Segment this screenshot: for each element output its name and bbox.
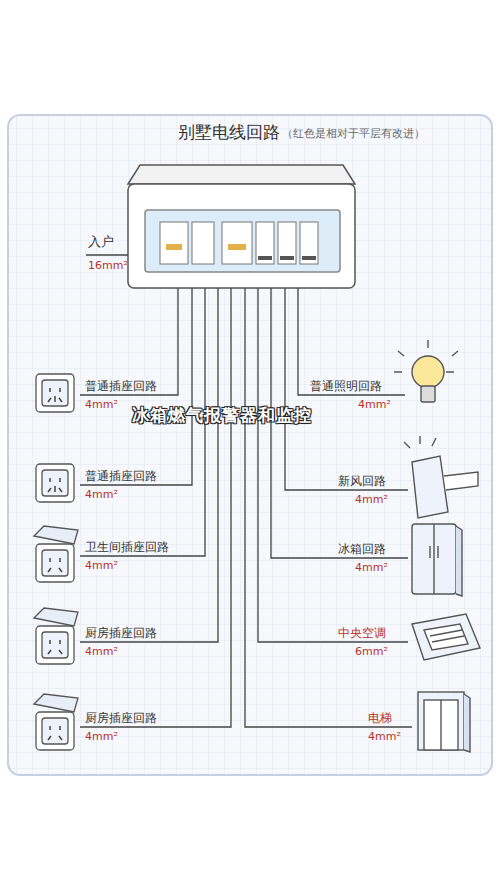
elevator-icon bbox=[418, 692, 470, 752]
wire-size: 4mm² bbox=[85, 730, 118, 743]
fridge-icon-part bbox=[430, 524, 438, 594]
distribution-box-part bbox=[166, 244, 182, 250]
card-part bbox=[8, 115, 492, 775]
wire-size: 4mm² bbox=[85, 559, 118, 572]
ac-cassette-icon-part bbox=[424, 624, 468, 650]
wire-size: 4mm² bbox=[85, 488, 118, 501]
splash-socket-icon-part bbox=[34, 526, 78, 544]
circuit-name: 电梯 bbox=[368, 711, 392, 725]
splash-socket-pins-part bbox=[48, 640, 62, 654]
socket-icon-part bbox=[42, 470, 68, 496]
distribution-box-part bbox=[302, 256, 316, 260]
splash-socket-icon-part bbox=[36, 626, 74, 664]
bulb-icon-part bbox=[394, 340, 458, 372]
card-part bbox=[9, 116, 491, 774]
fridge-icon-part bbox=[412, 524, 456, 594]
distribution-box-part bbox=[128, 184, 355, 288]
wire-size: 16mm² bbox=[88, 259, 128, 272]
wire-size: 4mm² bbox=[85, 645, 118, 658]
wire-size: 6mm² bbox=[355, 645, 388, 658]
splash-socket-icon-part bbox=[34, 608, 78, 626]
splash-socket-icon-part bbox=[42, 632, 68, 658]
wires-part bbox=[86, 254, 128, 255]
splash-socket-pins bbox=[48, 558, 62, 740]
wires-part bbox=[298, 288, 405, 395]
circuit-name: 厨房插座回路 bbox=[85, 626, 157, 640]
splash-socket-icon-part bbox=[42, 550, 68, 576]
circuit-name: 冰箱回路 bbox=[338, 542, 386, 556]
ac-cassette-icon bbox=[412, 614, 480, 660]
ac-cassette-icon-part bbox=[412, 614, 480, 660]
circuit-name: 中央空调 bbox=[338, 626, 386, 640]
distribution-box-part bbox=[228, 244, 246, 250]
elevator-icon-part bbox=[464, 694, 470, 752]
fridge-icon-part bbox=[456, 526, 462, 596]
distribution-box-part bbox=[280, 256, 294, 260]
bulb-icon-part bbox=[421, 386, 435, 402]
socket-icon bbox=[36, 374, 74, 502]
circuit-name: 普通插座回路 bbox=[85, 469, 157, 483]
circuit-name: 厨房插座回路 bbox=[85, 711, 157, 725]
distribution-box-part bbox=[145, 210, 340, 272]
distribution-box-part bbox=[300, 222, 318, 264]
fresh-air-icon bbox=[404, 436, 478, 518]
title-note: （红色是相对于平层有改进） bbox=[282, 127, 425, 140]
socket-pins-part bbox=[48, 478, 62, 492]
bulb-icon bbox=[394, 340, 458, 402]
distribution-box-part bbox=[258, 256, 272, 260]
socket-icon-part bbox=[42, 380, 68, 406]
distribution-box-part bbox=[192, 222, 214, 264]
distribution-box-part bbox=[128, 165, 355, 184]
splash-socket-icon-part bbox=[42, 718, 68, 744]
distribution-box-part bbox=[160, 222, 188, 264]
elevator-icon-part bbox=[418, 692, 464, 750]
socket-icon-part bbox=[36, 464, 74, 502]
title: 别墅电线回路 bbox=[178, 122, 280, 142]
wire-size: 4mm² bbox=[355, 493, 388, 506]
circuit-name: 入户 bbox=[88, 234, 114, 250]
circuit-name: 新风回路 bbox=[338, 474, 386, 488]
wires-part bbox=[80, 288, 231, 727]
splash-socket-icon-part bbox=[34, 694, 78, 712]
splash-socket-icon-part bbox=[36, 544, 74, 582]
elevator-icon-part bbox=[440, 700, 441, 750]
socket-pins bbox=[48, 388, 62, 492]
splash-socket-icon-part bbox=[36, 712, 74, 750]
splash-socket-icon bbox=[34, 526, 78, 750]
socket-pins-part bbox=[48, 388, 62, 402]
wire-size: 4mm² bbox=[85, 398, 118, 411]
circuit-name: 卫生间插座回路 bbox=[85, 540, 169, 554]
wires-part bbox=[285, 288, 408, 490]
fresh-air-icon-part bbox=[404, 436, 436, 448]
splash-socket-pins-part bbox=[48, 726, 62, 740]
distribution-box-part bbox=[222, 222, 252, 264]
fresh-air-icon-part bbox=[412, 456, 448, 518]
wires-part bbox=[258, 288, 408, 642]
fresh-air-icon-part bbox=[444, 472, 478, 490]
ac-cassette-icon-part bbox=[430, 630, 464, 642]
wire-size: 4mm² bbox=[355, 561, 388, 574]
wire-size: 4mm² bbox=[358, 398, 391, 411]
elevator-icon-part bbox=[424, 700, 458, 750]
card bbox=[8, 115, 492, 775]
distribution-box bbox=[128, 165, 355, 288]
distribution-box-part bbox=[278, 222, 296, 264]
circuit-name: 普通插座回路 bbox=[85, 379, 157, 393]
wires bbox=[80, 255, 412, 727]
wires-part bbox=[80, 288, 218, 642]
socket-icon-part bbox=[36, 374, 74, 412]
watermark: 冰箱燃气报警器和监控 bbox=[132, 405, 312, 425]
wires-part bbox=[245, 288, 412, 727]
wires-part bbox=[80, 288, 192, 485]
wires-part bbox=[80, 288, 178, 395]
fridge-icon bbox=[412, 524, 462, 596]
distribution-box-part bbox=[256, 222, 274, 264]
wire-size: 4mm² bbox=[368, 730, 401, 743]
splash-socket-pins-part bbox=[48, 558, 62, 572]
circuit-name: 普通照明回路 bbox=[310, 379, 382, 393]
bulb-icon-part bbox=[412, 356, 444, 388]
